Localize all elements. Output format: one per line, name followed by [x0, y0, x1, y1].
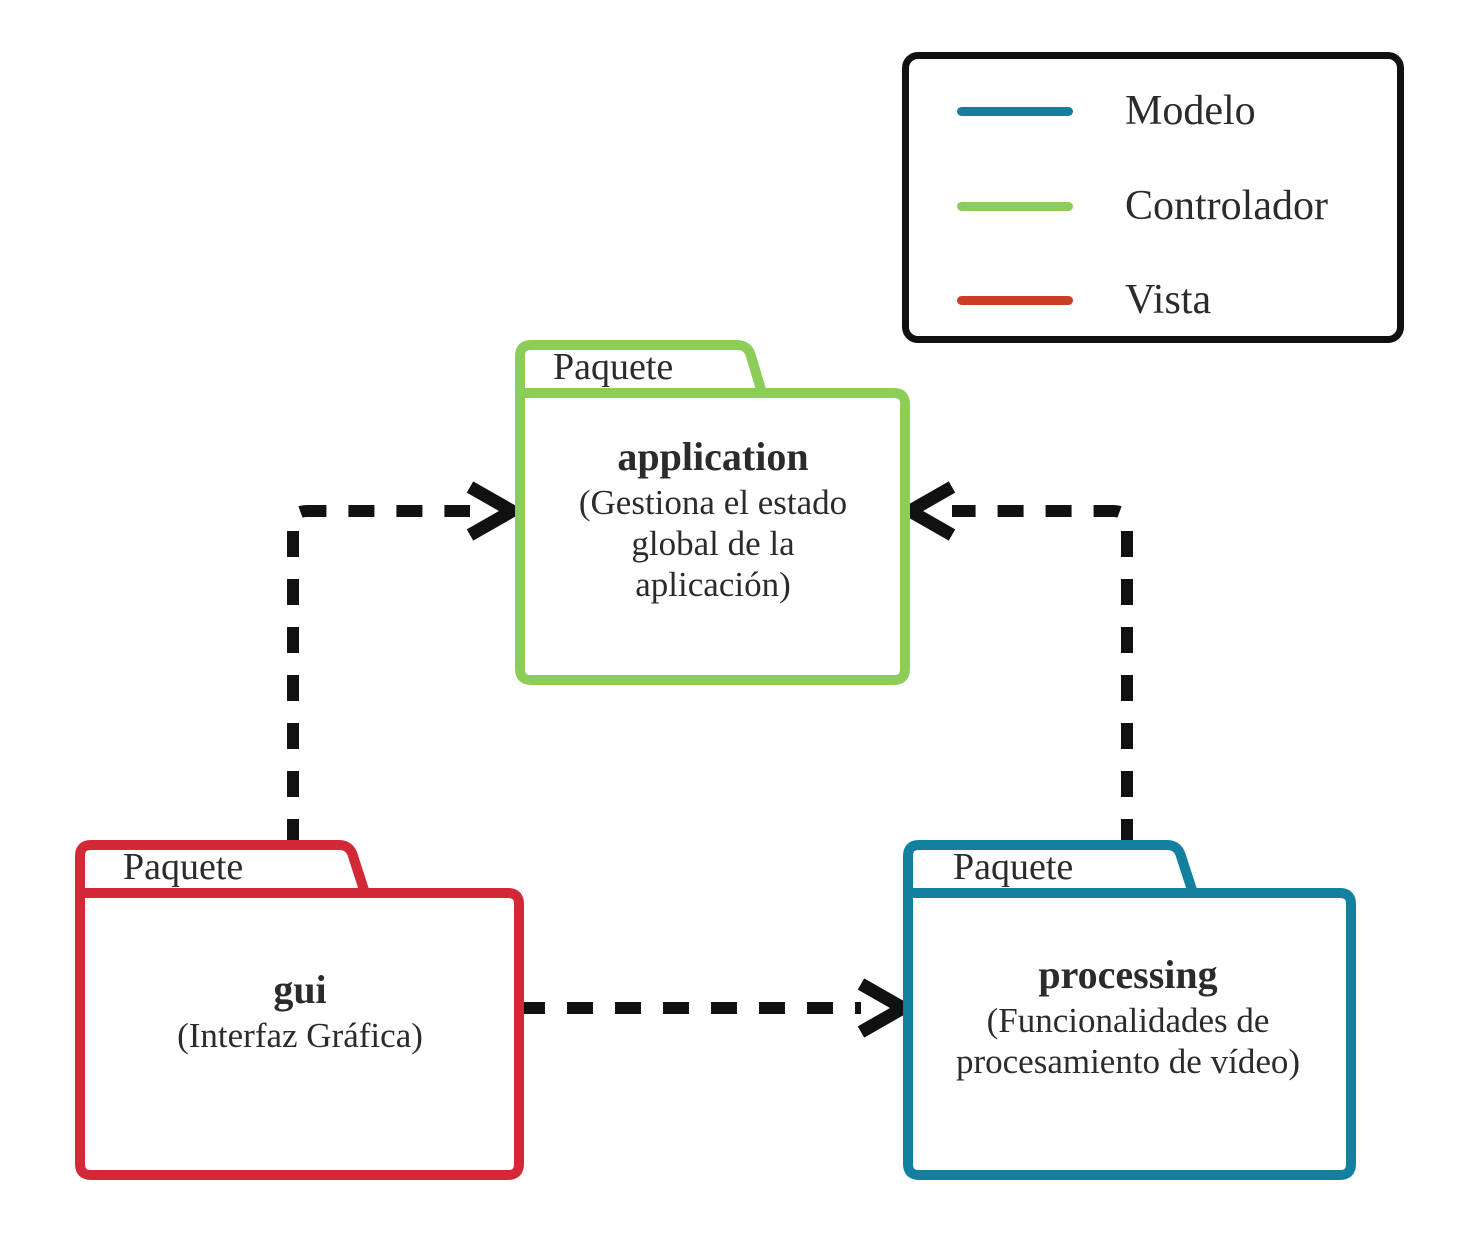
- legend-item-controlador: Controlador: [909, 176, 1397, 236]
- package-application-tab-label: Paquete: [553, 346, 674, 388]
- legend-label-vista: Vista: [1125, 277, 1212, 323]
- package-processing-shape: [903, 840, 1356, 1180]
- legend-swatch-controlador: [957, 201, 1073, 211]
- package-application-shape: [515, 340, 910, 685]
- edge-processing-to-application: [896, 481, 1133, 845]
- edge-gui-to-processing: [519, 978, 917, 1038]
- legend-item-modelo: Modelo: [909, 81, 1397, 141]
- package-gui-tab-label: Paquete: [123, 846, 244, 888]
- package-gui[interactable]: Paquete gui (Interfaz Gráfica): [75, 840, 525, 1180]
- legend-swatch-modelo: [957, 106, 1073, 116]
- legend-label-controlador: Controlador: [1125, 183, 1328, 229]
- edge-gui-to-application: [287, 481, 526, 845]
- package-gui-description: (Interfaz Gráfica): [177, 1015, 423, 1055]
- package-gui-text: gui (Interfaz Gráfica): [93, 967, 507, 1056]
- legend: Modelo Controlador Vista: [902, 52, 1404, 343]
- legend-item-vista: Vista: [909, 270, 1397, 330]
- package-processing-tab-label: Paquete: [953, 846, 1074, 888]
- package-gui-shape: [75, 840, 524, 1180]
- package-processing-name: processing: [1038, 952, 1218, 997]
- legend-label-modelo: Modelo: [1125, 88, 1256, 134]
- legend-swatch-vista: [957, 295, 1073, 305]
- package-gui-name: gui: [273, 967, 327, 1012]
- package-application-name: application: [617, 434, 809, 479]
